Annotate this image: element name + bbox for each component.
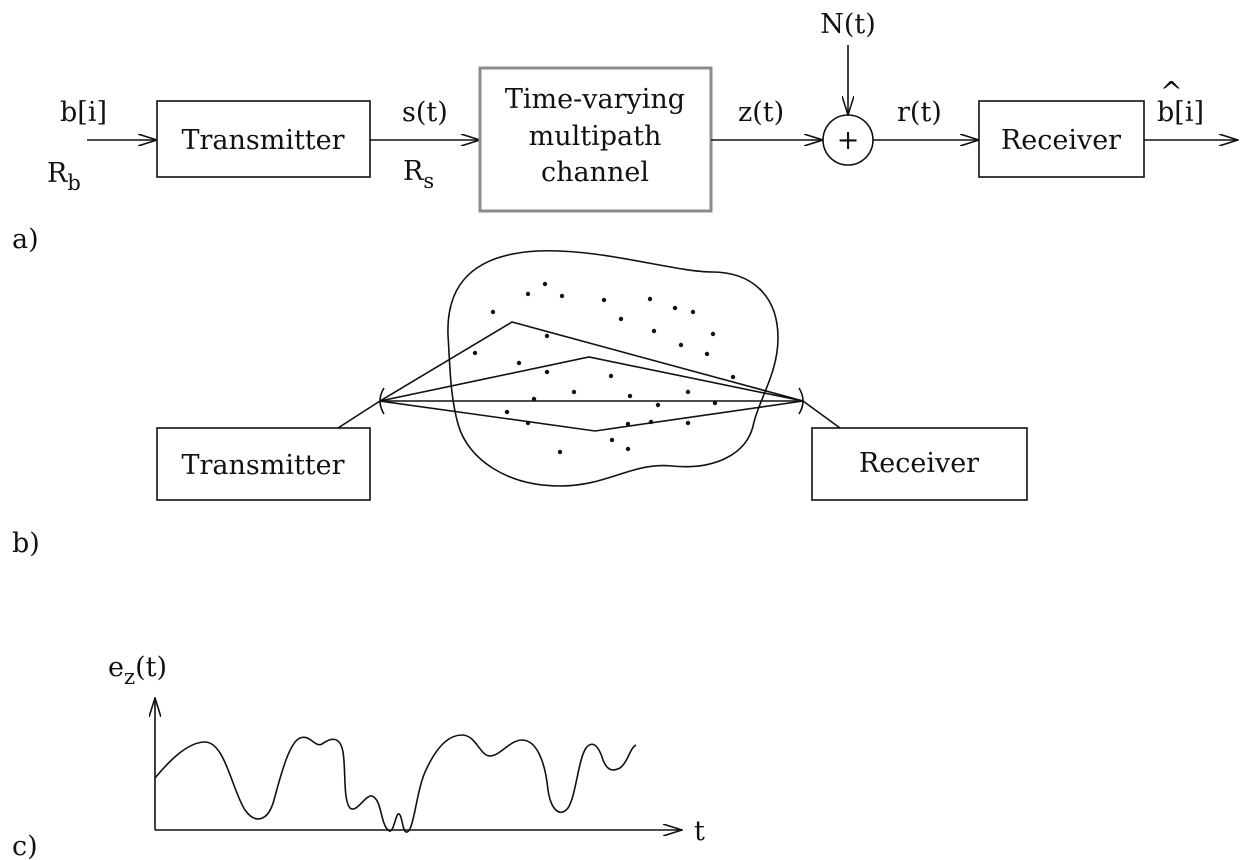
transmitter-block bbox=[156, 100, 371, 178]
channel-output-label: z(t) bbox=[738, 97, 784, 128]
rx-block-b bbox=[811, 427, 1028, 501]
panel-a: b[i] Rb Transmitter s(t) Rs Time-varying… bbox=[12, 9, 1238, 255]
received-label: r(t) bbox=[897, 97, 942, 128]
estimate-hat: ^ bbox=[1160, 77, 1183, 108]
panel-a-label: a) bbox=[12, 224, 39, 255]
scatterers bbox=[472, 281, 736, 455]
estimate-label: b[i] bbox=[1157, 97, 1204, 128]
channel-label-line3: channel bbox=[541, 157, 649, 188]
transmitter-label: Transmitter bbox=[181, 125, 344, 156]
tx-output-signal-label: s(t) bbox=[402, 97, 448, 128]
y-axis-label: ez(t) bbox=[108, 652, 167, 689]
panel-c: ez(t) t c) bbox=[12, 652, 705, 860]
channel-label-line1: Time-varying bbox=[505, 84, 685, 115]
tx-block-b bbox=[156, 427, 371, 501]
input-signal-label: b[i] bbox=[60, 97, 107, 128]
adder-symbol: + bbox=[837, 125, 860, 156]
scatter-cloud bbox=[447, 249, 779, 487]
x-axis-label: t bbox=[694, 816, 705, 847]
panel-b: Transmitter Receiver b) bbox=[12, 249, 1028, 559]
panel-b-label: b) bbox=[12, 528, 40, 559]
envelope-curve bbox=[154, 734, 637, 833]
noise-label: N(t) bbox=[820, 9, 876, 40]
receiver-block bbox=[978, 100, 1145, 178]
multipath-rays bbox=[379, 321, 804, 432]
receiver-label: Receiver bbox=[1001, 125, 1121, 156]
rx-label-b: Receiver bbox=[859, 448, 979, 479]
channel-label-line2: multipath bbox=[529, 121, 662, 152]
input-rate-label: Rb bbox=[47, 158, 81, 195]
rx-antenna-feed bbox=[802, 400, 841, 429]
panel-c-label: c) bbox=[12, 831, 38, 860]
tx-output-rate-label: Rs bbox=[403, 156, 434, 193]
tx-label-b: Transmitter bbox=[181, 450, 344, 481]
channel-block bbox=[478, 66, 713, 213]
tx-antenna-feed bbox=[337, 400, 381, 429]
